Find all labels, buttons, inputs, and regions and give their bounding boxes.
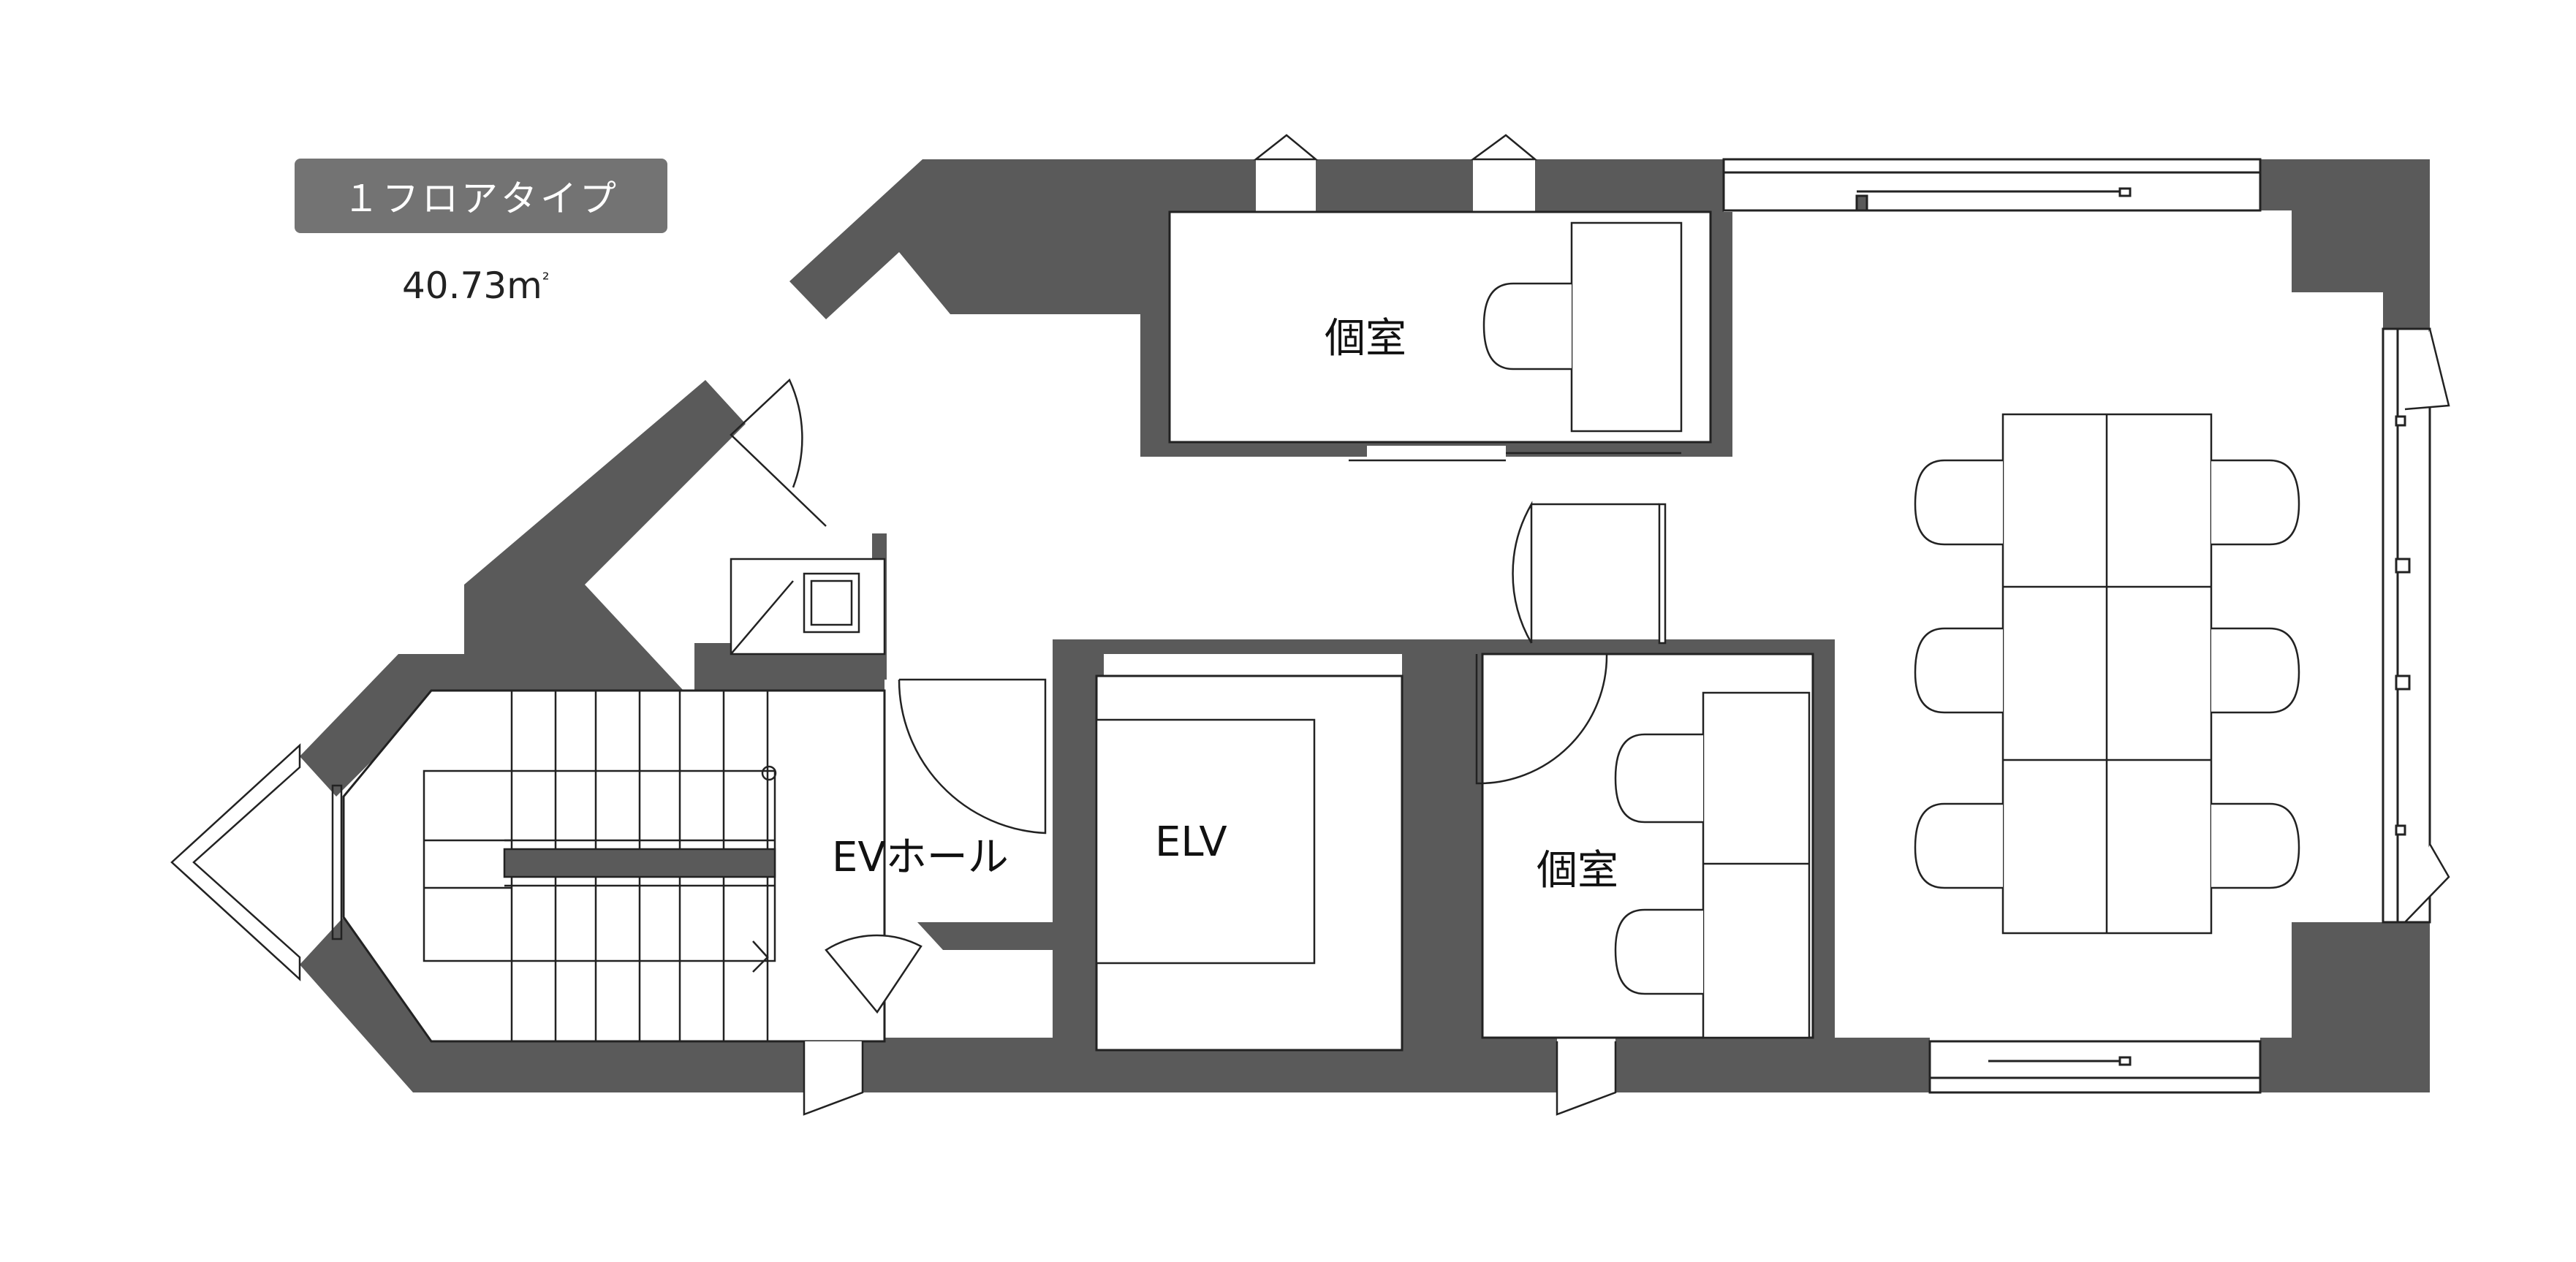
meeting-table <box>2001 413 2213 935</box>
doors <box>730 134 2450 1116</box>
area-unit-sup: ² <box>542 269 550 290</box>
room-label-private-top: 個室 <box>1325 315 1406 362</box>
room-label-elevator: ELV <box>1155 818 1227 866</box>
floor-type-label: １フロアタイプ <box>343 178 619 220</box>
area-unit: m <box>507 265 542 307</box>
chairs <box>1095 221 2300 1039</box>
windows <box>1722 158 2431 1094</box>
floor-type-badge: １フロアタイプ <box>295 159 667 233</box>
floor-area: 40.73m² <box>402 265 549 307</box>
room-label-private-middle: 個室 <box>1537 847 1618 894</box>
area-value: 40.73 <box>402 265 507 307</box>
room-label-ev-hall: EVホール <box>832 834 1009 881</box>
staircase <box>170 691 777 1041</box>
